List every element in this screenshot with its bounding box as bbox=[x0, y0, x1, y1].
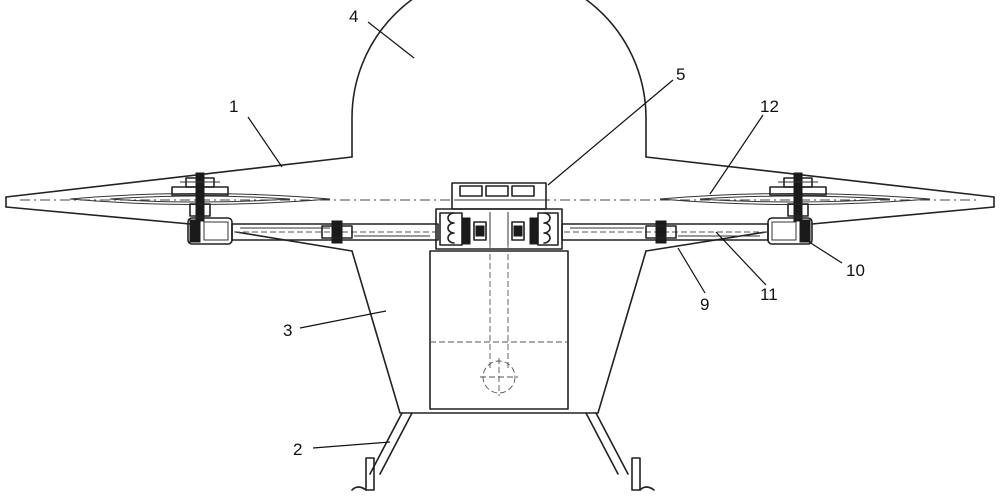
center-of-gravity-mark bbox=[480, 358, 518, 396]
leader-3 bbox=[299, 310, 387, 329]
fuselage-body bbox=[351, 250, 647, 414]
leader-10 bbox=[805, 239, 843, 264]
drive-shaft-left bbox=[231, 220, 439, 244]
rotor-blade-right-inner bbox=[699, 195, 891, 203]
landing-gear-right bbox=[585, 412, 655, 491]
leader-12 bbox=[709, 114, 764, 195]
leader-2 bbox=[312, 441, 391, 449]
label-9: 9 bbox=[700, 295, 709, 314]
landing-gear-left bbox=[351, 412, 413, 491]
label-1: 1 bbox=[229, 97, 238, 116]
label-4: 4 bbox=[349, 7, 358, 26]
central-gearbox bbox=[435, 182, 563, 250]
leader-9 bbox=[677, 247, 706, 294]
label-5: 5 bbox=[676, 65, 685, 84]
payload-box bbox=[429, 250, 569, 410]
rotor-hub-left bbox=[171, 172, 229, 222]
rotor-blade-right bbox=[659, 193, 931, 205]
wing-lower-edge-left bbox=[5, 206, 353, 252]
rotor-hub-right bbox=[769, 172, 827, 222]
rotor-blade-left-inner bbox=[109, 195, 291, 203]
motor-left bbox=[187, 217, 233, 245]
leader-5 bbox=[547, 79, 674, 186]
drive-shaft-right bbox=[561, 220, 769, 244]
label-3: 3 bbox=[283, 321, 292, 340]
label-11: 11 bbox=[760, 285, 778, 304]
wing-lower-edge-right bbox=[645, 206, 995, 252]
wing-upper-edge bbox=[5, 156, 995, 198]
leader-11 bbox=[715, 231, 767, 286]
label-12: 12 bbox=[760, 97, 779, 116]
rotor-blade-left bbox=[69, 193, 331, 205]
motor-right bbox=[767, 217, 813, 245]
label-2: 2 bbox=[293, 440, 302, 459]
leader-4 bbox=[367, 21, 415, 59]
dome-canopy bbox=[351, 0, 647, 158]
label-10: 10 bbox=[846, 261, 865, 280]
leader-1 bbox=[247, 116, 283, 168]
